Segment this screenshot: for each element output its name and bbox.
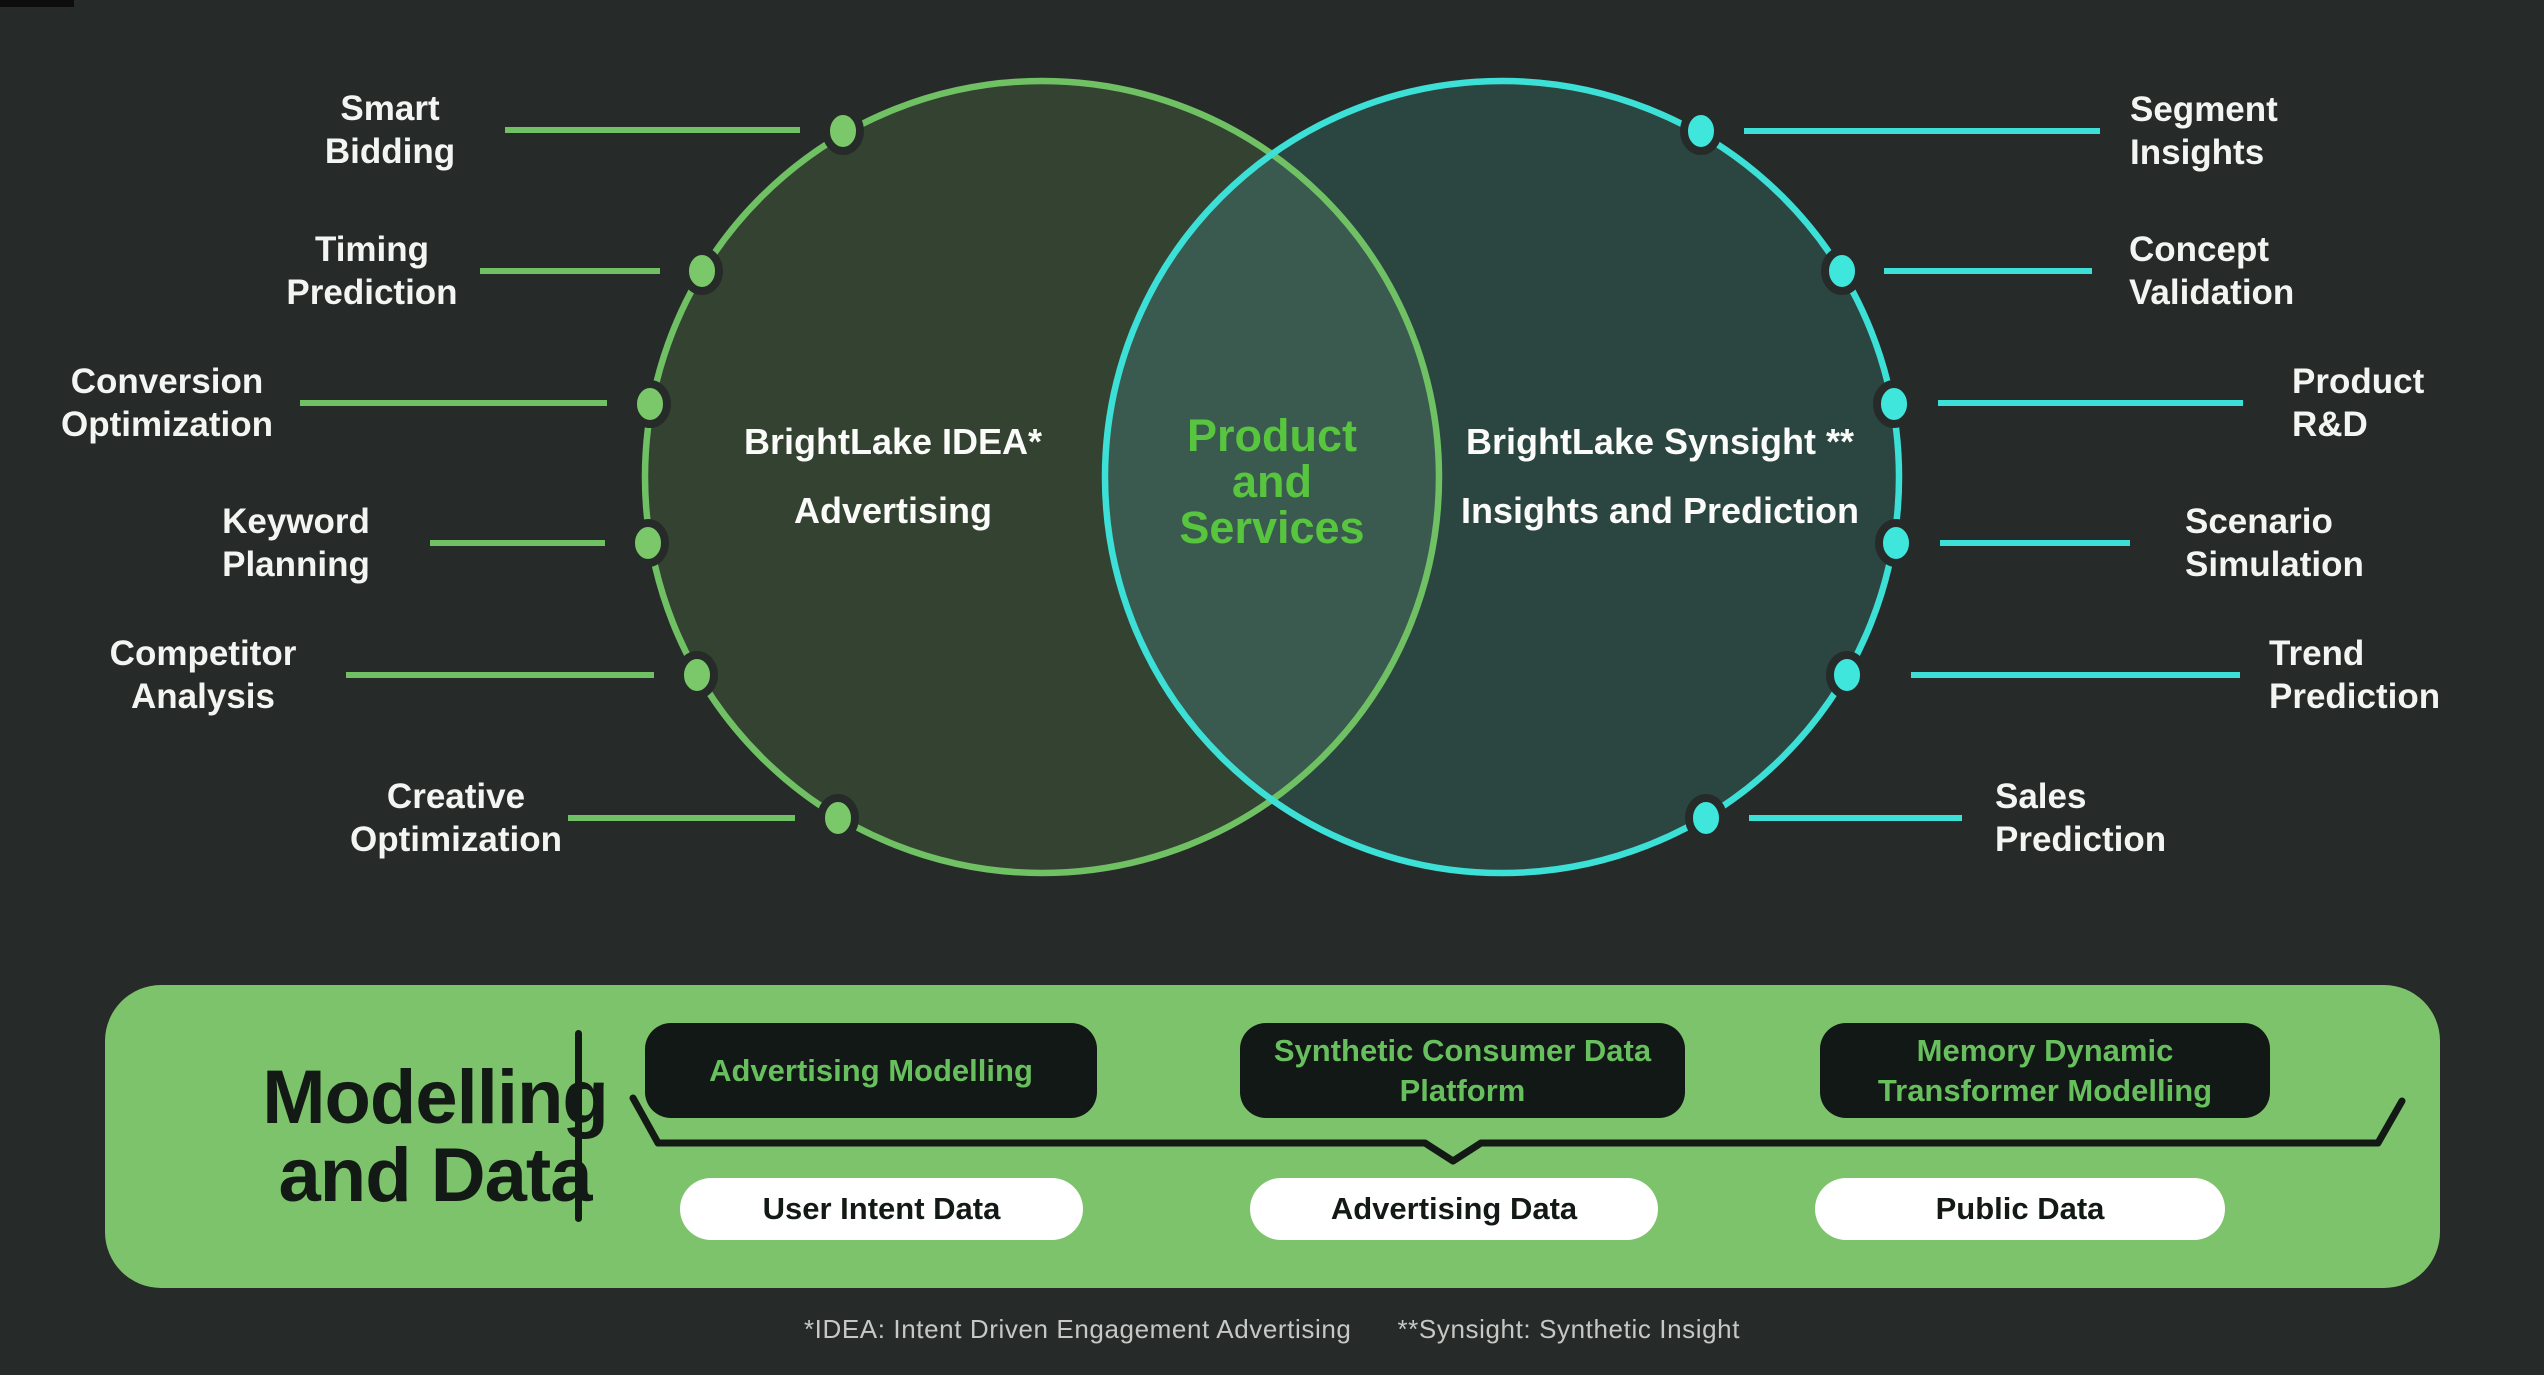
- dot-segment-insights: [1680, 107, 1722, 155]
- dot-sales-prediction: [1685, 794, 1727, 842]
- overlap-label-product-and-services: Product and Services: [1179, 410, 1365, 553]
- label-concept-validation: Concept Validation: [2129, 230, 2295, 313]
- module-label: Memory Dynamic Transformer Modelling: [1877, 1032, 2213, 1108]
- pill-advertising-data: Advertising Data: [1250, 1178, 1658, 1240]
- right-circle-title: BrightLake Synsight **: [1465, 421, 1855, 462]
- label-smart-bidding: Smart Bidding: [324, 89, 456, 172]
- label-trend-prediction: Trend Prediction: [2269, 634, 2441, 717]
- right-circle-outline: [1101, 77, 1903, 877]
- dot-product-rd: [1873, 380, 1915, 428]
- dot-concept-validation: [1821, 247, 1863, 295]
- pill-user-intent-data: User Intent Data: [680, 1178, 1083, 1240]
- dot-smart-bidding: [822, 107, 864, 155]
- dot-timing-prediction: [681, 247, 723, 295]
- pill-label: Advertising Data: [1330, 1191, 1578, 1226]
- footnote-idea: *IDEA: Intent Driven Engagement Advertis…: [803, 1314, 1352, 1344]
- label-keyword-planning: Keyword Planning: [222, 502, 370, 585]
- dot-creative-optimization: [817, 794, 859, 842]
- dot-trend-prediction: [1826, 651, 1868, 699]
- dot-keyword-planning: [627, 519, 669, 567]
- panel-divider: [575, 1030, 582, 1222]
- label-product-rd: Product R&D: [2292, 362, 2425, 445]
- pill-label: Public Data: [1935, 1191, 2105, 1226]
- left-circle-outline: [641, 77, 1443, 877]
- dot-competitor-analysis: [676, 651, 718, 699]
- label-creative-optimization: Creative Optimization: [350, 777, 562, 860]
- right-circle-subtitle: Insights and Prediction: [1460, 490, 1860, 531]
- dot-conversion-optimization: [629, 380, 671, 428]
- label-timing-prediction: Timing Prediction: [286, 230, 458, 313]
- label-conversion-optimization: Conversion Optimization: [61, 362, 273, 445]
- modelling-and-data-panel: Modelling and Data Advertising Modelling…: [105, 985, 2440, 1288]
- label-competitor-analysis: Competitor Analysis: [109, 634, 297, 717]
- label-segment-insights: Segment Insights: [2130, 90, 2278, 173]
- module-synthetic-consumer-data-platform: Synthetic Consumer Data Platform: [1240, 1023, 1685, 1118]
- module-label: Advertising Modelling: [709, 1052, 1033, 1088]
- panel-title: Modelling and Data: [262, 1055, 609, 1218]
- label-sales-prediction: Sales Prediction: [1995, 777, 2167, 860]
- module-advertising-modelling: Advertising Modelling: [645, 1023, 1097, 1118]
- left-circle-subtitle: Advertising: [793, 490, 993, 531]
- module-label: Synthetic Consumer Data Platform: [1273, 1032, 1652, 1108]
- bracket-connector: [629, 1094, 2406, 1165]
- footnote-synsight: **Synsight: Synthetic Insight: [1397, 1314, 1741, 1344]
- overlap-region: [1105, 81, 1439, 873]
- pill-public-data: Public Data: [1815, 1178, 2225, 1240]
- footnote-row: *IDEA: Intent Driven Engagement Advertis…: [0, 1314, 2544, 1345]
- module-memory-dynamic-transformer-modelling: Memory Dynamic Transformer Modelling: [1820, 1023, 2270, 1118]
- left-circle-title: BrightLake IDEA*: [743, 421, 1043, 462]
- pill-label: User Intent Data: [762, 1191, 1001, 1226]
- label-scenario-simulation: Scenario Simulation: [2185, 502, 2364, 585]
- dot-scenario-simulation: [1875, 519, 1917, 567]
- corner-artifact-bar: [0, 0, 74, 7]
